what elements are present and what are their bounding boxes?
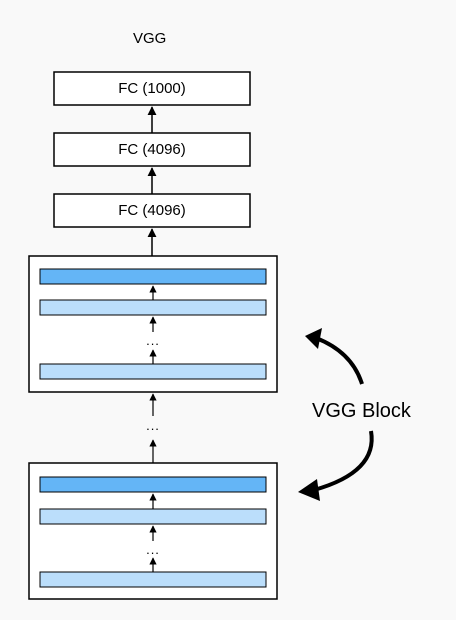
conv-layer-dark (39, 476, 267, 493)
conv-layer-light (39, 508, 267, 525)
ellipsis-between-blocks: ... (146, 418, 160, 433)
fc-box-1000 (53, 71, 251, 106)
fc-label-4096-top: FC (4096) (118, 141, 186, 158)
vgg-block-label: VGG Block (312, 400, 411, 422)
conv-layer-dark (39, 268, 267, 285)
curved-arrow-upper-head (305, 328, 322, 349)
curved-arrow-upper (315, 336, 364, 385)
curved-arrow-lower-head (298, 479, 320, 501)
ellipsis-lower-block: ... (146, 542, 160, 557)
fc-box-4096-top (53, 132, 251, 167)
curved-arrow-lower (313, 430, 374, 492)
conv-layer-light (39, 363, 267, 380)
fc-label-1000: FC (1000) (118, 80, 186, 97)
conv-layer-light (39, 299, 267, 316)
ellipsis-upper-block: ... (146, 333, 160, 348)
fc-label-4096-bottom: FC (4096) (118, 202, 186, 219)
conv-layer-light (39, 571, 267, 588)
diagram-title: VGG (133, 30, 167, 47)
